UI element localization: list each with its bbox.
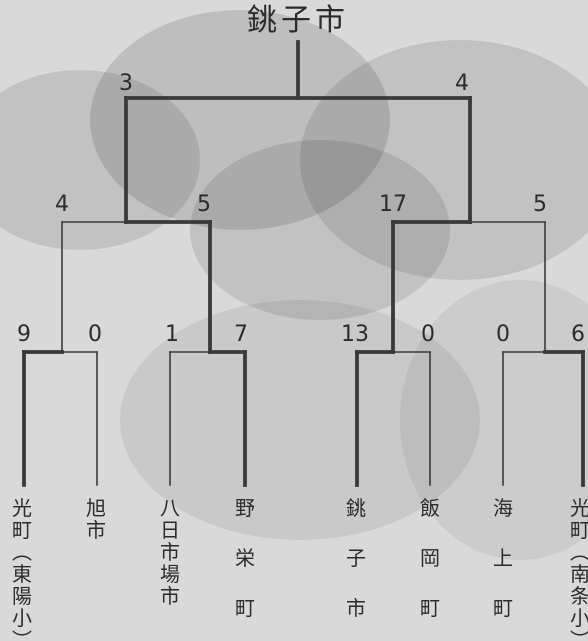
round2-score: 4 bbox=[55, 192, 69, 217]
final-score: 4 bbox=[455, 71, 469, 96]
round2-score: 5 bbox=[533, 192, 547, 217]
team-name: 野栄町 bbox=[235, 496, 255, 620]
team-name: 光町︵東陽小︶ bbox=[12, 496, 32, 641]
team-score: 9 bbox=[17, 322, 31, 347]
team-score: 1 bbox=[165, 322, 179, 347]
team-score: 0 bbox=[421, 322, 435, 347]
team-score: 7 bbox=[234, 322, 248, 347]
team-name: 飯岡町 bbox=[420, 496, 440, 620]
team-name: 旭市 bbox=[86, 496, 106, 542]
round2-score: 17 bbox=[379, 192, 407, 217]
team-name: 海上町 bbox=[493, 496, 513, 620]
round2-score: 5 bbox=[197, 192, 211, 217]
team-score: 0 bbox=[88, 322, 102, 347]
team-name: 光町︵南条小︶ bbox=[570, 496, 588, 641]
team-score: 0 bbox=[496, 322, 510, 347]
team-score: 13 bbox=[341, 322, 369, 347]
photo-background bbox=[0, 10, 588, 560]
team-score: 6 bbox=[571, 322, 585, 347]
team-name: 八日市場市 bbox=[160, 496, 180, 608]
champion-label: 銚子市 bbox=[247, 3, 349, 38]
final-score: 3 bbox=[119, 71, 133, 96]
team-name: 銚子市 bbox=[346, 496, 366, 620]
